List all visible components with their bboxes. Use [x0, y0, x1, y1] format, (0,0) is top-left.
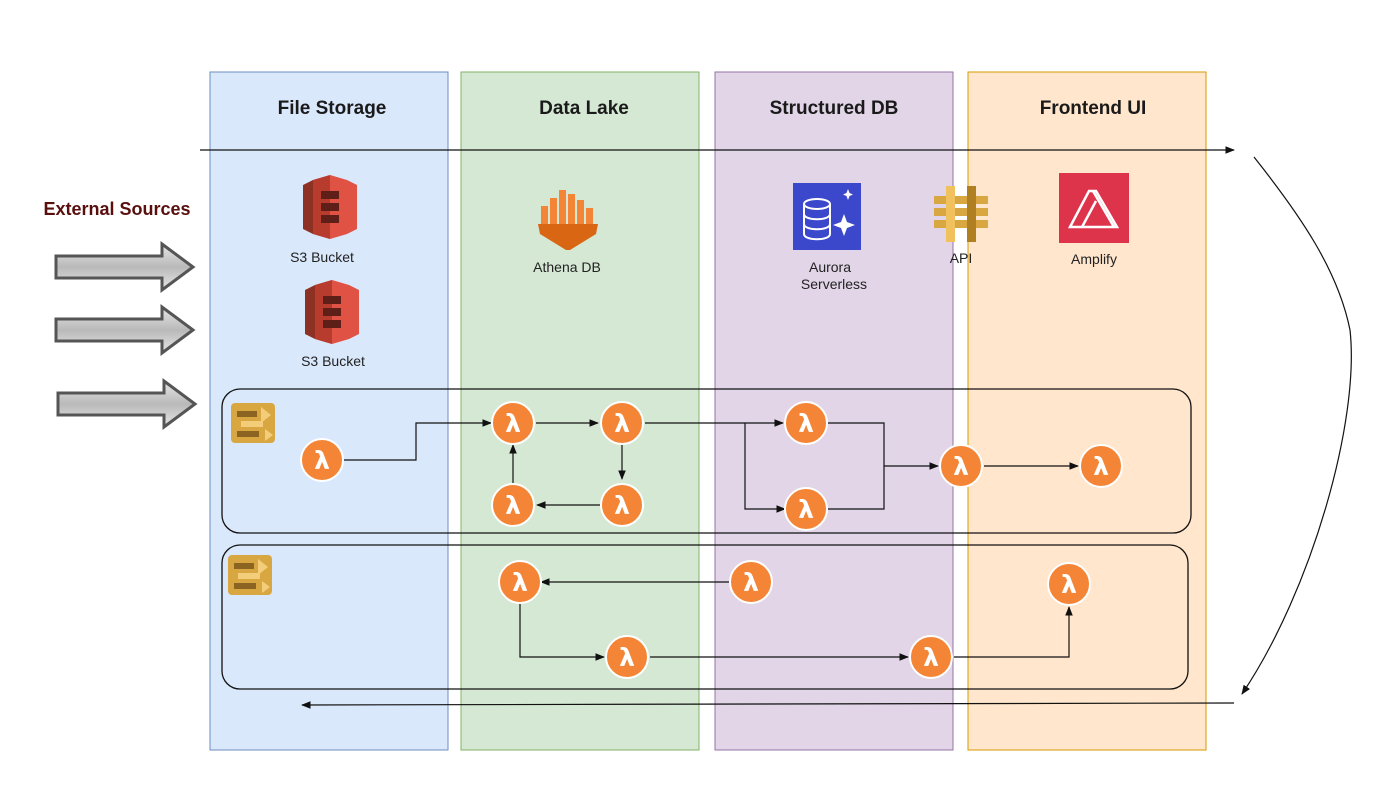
lambda-icon: λ: [784, 401, 828, 445]
lambda-glyph: λ: [619, 643, 635, 672]
lambda-glyph: λ: [1061, 570, 1077, 599]
s3-bucket-icon: [303, 175, 357, 239]
service-label: API: [950, 250, 973, 266]
service-label: Amplify: [1071, 251, 1117, 267]
api-gateway-icon: [934, 186, 988, 242]
lane-title: Structured DB: [770, 98, 899, 119]
lambda-glyph: λ: [1093, 452, 1109, 481]
aurora-icon: [793, 183, 861, 250]
amplify-service: Amplify: [1059, 173, 1129, 267]
lambda-icon: λ: [491, 401, 535, 445]
workflow-container-2: [221, 544, 1189, 690]
aurora-service: Aurora Serverless: [793, 183, 867, 292]
external-source-arrow: [54, 304, 196, 356]
lambda-icon: λ: [909, 635, 953, 679]
step-functions-icon: [228, 555, 272, 595]
flow-arrow: [744, 423, 786, 513]
flow-arrow: [343, 419, 492, 461]
s3-bucket-icon: [305, 280, 359, 344]
lambda-icon: λ: [300, 438, 344, 482]
lambda-icon: λ: [600, 401, 644, 445]
lambda-icon: λ: [1079, 444, 1123, 488]
lambda-glyph: λ: [798, 495, 814, 524]
lambda-icon: λ: [491, 483, 535, 527]
service-label: Serverless: [801, 276, 867, 292]
lane-title: Frontend UI: [1040, 98, 1147, 119]
s3-bucket-service: S3 Bucket: [301, 280, 365, 369]
lambda-icon: λ: [784, 487, 828, 531]
amplify-icon: [1059, 173, 1129, 243]
external-sources-label: External Sources: [43, 199, 190, 219]
service-label: S3 Bucket: [301, 353, 365, 369]
service-label: Athena DB: [533, 259, 601, 275]
workflow-1-connectors: [343, 419, 1079, 513]
lambda-glyph: λ: [505, 409, 521, 438]
api-service: API: [934, 186, 988, 266]
lambda-icon: λ: [498, 560, 542, 604]
lambda-glyph: λ: [743, 568, 759, 597]
athena-service: Athena DB: [533, 190, 601, 275]
athena-icon: [538, 190, 598, 250]
step-functions-icon: [231, 403, 275, 443]
lambda-glyph: λ: [798, 409, 814, 438]
lambda-glyph: λ: [614, 491, 630, 520]
lambda-nodes: λ λ λ λ λ λ λ λ λ λ λ λ λ λ: [300, 401, 1123, 679]
lambda-glyph: λ: [614, 409, 630, 438]
lane-title: Data Lake: [539, 98, 629, 119]
workflow-container-1: [221, 388, 1192, 534]
lane-title: File Storage: [278, 98, 387, 119]
bottom-flow-arrow: [301, 701, 1235, 709]
lambda-icon: λ: [939, 444, 983, 488]
service-label: S3 Bucket: [290, 249, 354, 265]
lambda-glyph: λ: [512, 568, 528, 597]
workflow-2-connectors: [519, 578, 1073, 661]
return-curve-arrow: [1241, 156, 1352, 695]
lambda-glyph: λ: [923, 643, 939, 672]
external-source-arrow: [56, 378, 198, 430]
lambda-glyph: λ: [314, 446, 330, 475]
service-label: Aurora: [809, 259, 851, 275]
lambda-icon: λ: [600, 483, 644, 527]
lambda-icon: λ: [605, 635, 649, 679]
external-source-arrow: [54, 241, 196, 293]
lambda-glyph: λ: [505, 491, 521, 520]
lambda-glyph: λ: [953, 452, 969, 481]
flow-arrow: [519, 603, 605, 661]
lambda-icon: λ: [1047, 562, 1091, 606]
flow-arrow: [954, 606, 1073, 658]
lambda-icon: λ: [729, 560, 773, 604]
s3-bucket-service: S3 Bucket: [290, 175, 357, 265]
